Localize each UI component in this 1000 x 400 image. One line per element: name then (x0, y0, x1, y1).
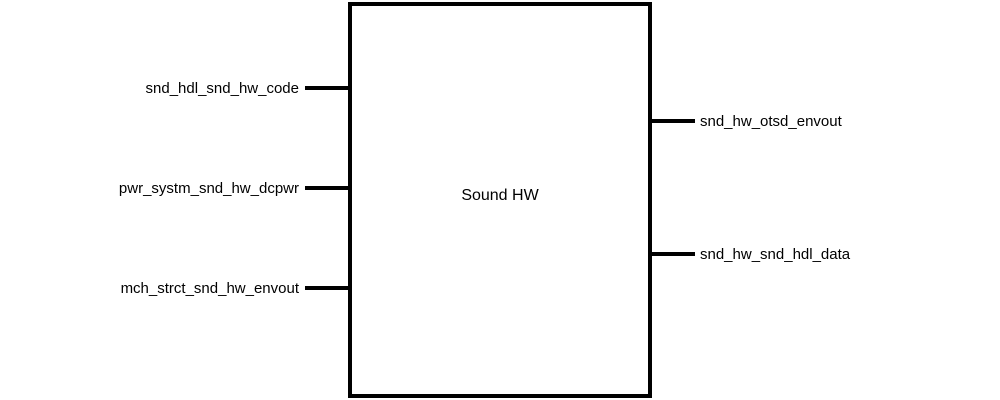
block-title: Sound HW (461, 187, 539, 204)
input-label-2: pwr_systm_snd_hw_dcpwr (119, 180, 299, 197)
output-label-1: snd_hw_otsd_envout (700, 113, 843, 130)
input-label-3: mch_strct_snd_hw_envout (121, 280, 300, 297)
output-label-2: snd_hw_snd_hdl_data (700, 246, 851, 263)
input-label-1: snd_hdl_snd_hw_code (146, 80, 299, 97)
sound-hw-block (348, 2, 652, 398)
